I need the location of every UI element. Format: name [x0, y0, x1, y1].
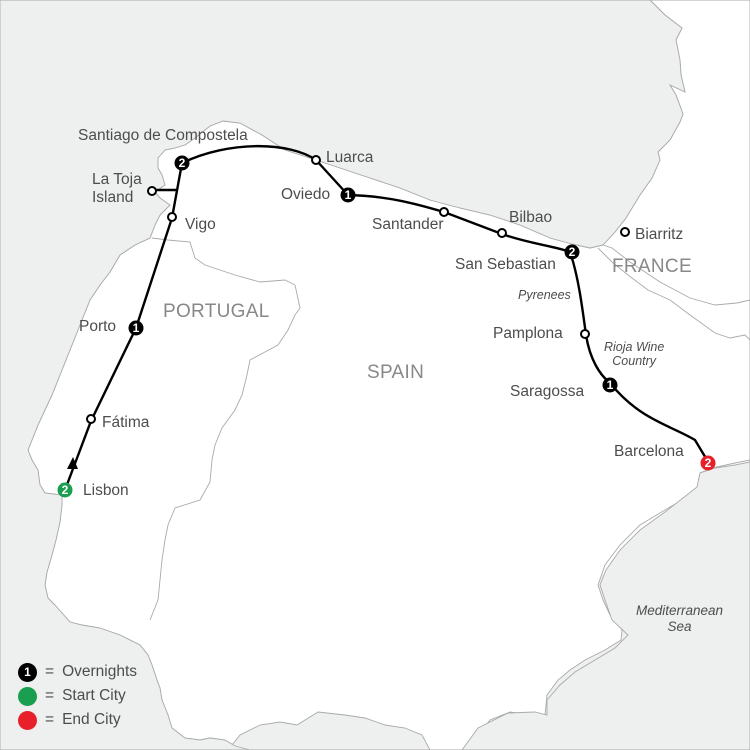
marker-la-toja: [147, 186, 157, 196]
overnight-count-san-sebastian: 2: [568, 245, 576, 259]
marker-porto: [128, 320, 144, 336]
city-label-la-toja-line2: Island: [92, 189, 134, 206]
end-city-icon: [18, 710, 37, 730]
marker-fatima: [86, 414, 96, 424]
marker-luarca: [311, 155, 321, 165]
overnight-count-barcelona: 2: [704, 456, 712, 470]
city-label-vigo: Vigo: [185, 216, 216, 233]
route-direction-arrow: [67, 457, 78, 469]
marker-bilbao: [497, 228, 507, 238]
city-label-santiago: Santiago de Compostela: [78, 127, 248, 144]
legend-item-end-city: = End City: [18, 708, 137, 732]
overnight-count-santiago: 2: [178, 156, 186, 170]
border-spain-france: [597, 247, 750, 341]
legend: 1 = Overnights = Start City = End City: [18, 660, 137, 732]
marker-san-sebastian: [564, 244, 580, 260]
legend-item-overnights: 1 = Overnights: [18, 660, 137, 684]
overnight-icon: 1: [18, 662, 37, 682]
marker-vigo: [167, 212, 177, 222]
water-label-line2: Sea: [667, 618, 692, 634]
region-label-rioja-line2: Country: [612, 354, 657, 369]
city-label-pamplona: Pamplona: [493, 325, 563, 342]
marker-pamplona: [580, 329, 590, 339]
legend-equals: =: [45, 711, 55, 728]
city-label-oviedo: Oviedo: [281, 186, 331, 203]
border-portugal-spain: [149, 237, 301, 621]
legend-equals: =: [45, 687, 55, 704]
city-label-luarca: Luarca: [326, 149, 374, 166]
marker-saragossa: [602, 377, 618, 393]
legend-equals: =: [45, 663, 55, 680]
marker-biarritz: [620, 227, 630, 237]
marker-barcelona: [700, 455, 716, 471]
region-label-pyrenees: Pyrenees: [518, 288, 571, 302]
city-label-barcelona: Barcelona: [614, 443, 684, 460]
coast-south: [227, 711, 431, 750]
city-label-san-sebastian: San Sebastian: [455, 256, 556, 273]
region-label-rioja: Rioja Wine Country: [604, 340, 664, 369]
city-label-la-toja: La Toja Island: [92, 171, 142, 207]
marker-santander: [439, 207, 449, 217]
city-label-saragossa: Saragossa: [510, 383, 585, 400]
legend-label: End City: [62, 711, 121, 728]
water-label-mediterranean: Mediterranean Sea: [636, 603, 723, 634]
overnight-count-lisbon: 2: [61, 483, 69, 497]
region-label-rioja-line1: Rioja Wine: [604, 340, 665, 354]
overnight-count-porto: 1: [132, 321, 140, 335]
overnight-count-saragossa: 1: [606, 378, 614, 392]
country-label-spain: SPAIN: [367, 362, 425, 383]
start-city-icon: [18, 686, 37, 706]
marker-santiago: [174, 155, 190, 171]
water-label-line1: Mediterranean: [636, 603, 724, 618]
city-markers: [57, 155, 716, 498]
overnight-count-oviedo: 1: [344, 188, 352, 202]
city-label-biarritz: Biarritz: [635, 226, 684, 243]
legend-item-start-city: = Start City: [18, 684, 137, 708]
legend-label: Start City: [62, 687, 126, 704]
sea-bay-of-biscay: [0, 0, 686, 750]
country-label-portugal: PORTUGAL: [163, 301, 270, 322]
city-label-lisbon: Lisbon: [83, 482, 129, 499]
city-label-la-toja-line1: La Toja: [92, 171, 142, 188]
city-label-santander: Santander: [372, 216, 444, 233]
legend-label: Overnights: [62, 663, 138, 680]
city-label-bilbao: Bilbao: [509, 209, 553, 226]
country-label-france: FRANCE: [612, 256, 692, 277]
city-label-porto: Porto: [79, 318, 117, 335]
city-label-fatima: Fátima: [102, 414, 150, 431]
marker-lisbon: [57, 482, 73, 498]
marker-oviedo: [340, 187, 356, 203]
